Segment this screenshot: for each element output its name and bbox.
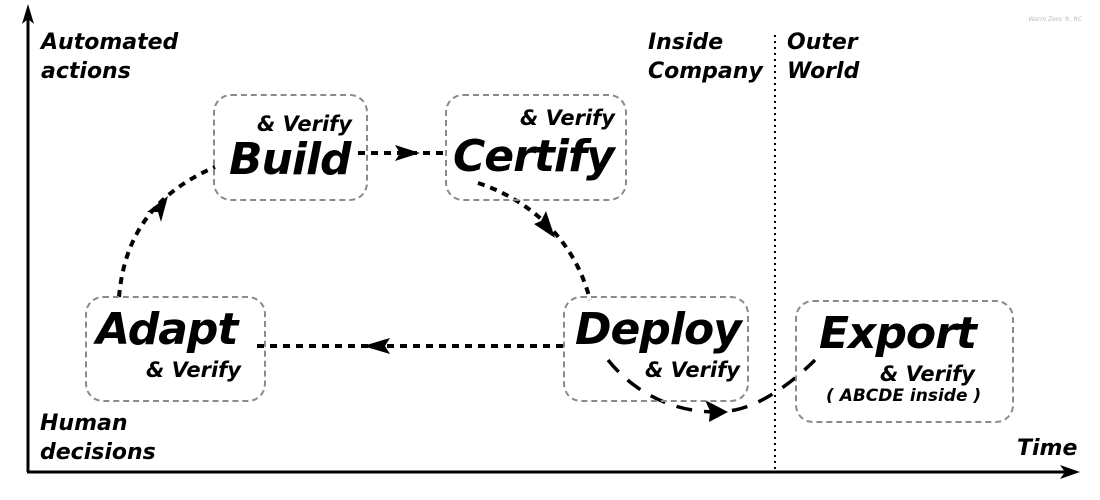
stage-certify[interactable] <box>445 94 627 201</box>
flow-deploy-to-export-arrowhead <box>705 400 728 422</box>
flow-deploy-to-adapt-arrowhead <box>363 338 390 354</box>
stage-adapt-subtitle: & Verify <box>146 358 241 382</box>
y-axis-top-label-line1: Automated <box>41 30 179 55</box>
y-axis-bottom-label-line1: Human <box>40 411 128 436</box>
region-inside-line2: Company <box>648 59 763 84</box>
stage-deploy-subtitle: & Verify <box>645 358 740 382</box>
stage-certify-title: Certify <box>453 131 615 182</box>
stage-export[interactable] <box>795 300 1014 423</box>
region-outside-line2: World <box>787 59 860 84</box>
stage-deploy[interactable] <box>563 296 749 402</box>
flow-build-to-certify-arrowhead <box>395 145 420 161</box>
flow-adapt-to-build <box>117 165 216 298</box>
stage-certify-subtitle: & Verify <box>520 106 615 130</box>
stage-adapt[interactable] <box>85 296 266 402</box>
stage-build[interactable] <box>213 94 368 201</box>
stage-build-subtitle: & Verify <box>257 112 352 136</box>
x-axis-label: Time <box>1017 436 1078 461</box>
stage-adapt-title: Adapt <box>96 304 238 355</box>
region-inside-company-label: Inside Company <box>648 28 763 86</box>
region-outer-world-label: Outer World <box>787 28 859 86</box>
y-axis-bottom-label-line2: decisions <box>40 440 156 465</box>
flow-adapt-to-build-arrowhead <box>147 196 168 222</box>
flow-certify-to-deploy-arrowhead <box>534 211 555 238</box>
y-axis-arrowhead <box>22 4 34 24</box>
flow-deploy-to-export <box>606 358 817 414</box>
x-axis-arrowhead <box>1060 465 1080 479</box>
y-axis-bottom-label: Human decisions <box>40 409 156 467</box>
stage-export-subtitle: & Verify <box>880 362 975 386</box>
stage-export-note: ( ABCDE inside ) <box>826 386 982 406</box>
stage-build-title: Build <box>229 134 352 185</box>
stage-export-title: Export <box>819 308 977 359</box>
region-inside-line1: Inside <box>648 30 724 55</box>
stage-deploy-title: Deploy <box>575 304 742 355</box>
watermark: Warm Zero ®, RC <box>1028 16 1082 23</box>
y-axis-top-label: Automated actions <box>41 28 178 86</box>
region-outside-line1: Outer <box>787 30 858 55</box>
y-axis-top-label-line2: actions <box>41 59 131 84</box>
